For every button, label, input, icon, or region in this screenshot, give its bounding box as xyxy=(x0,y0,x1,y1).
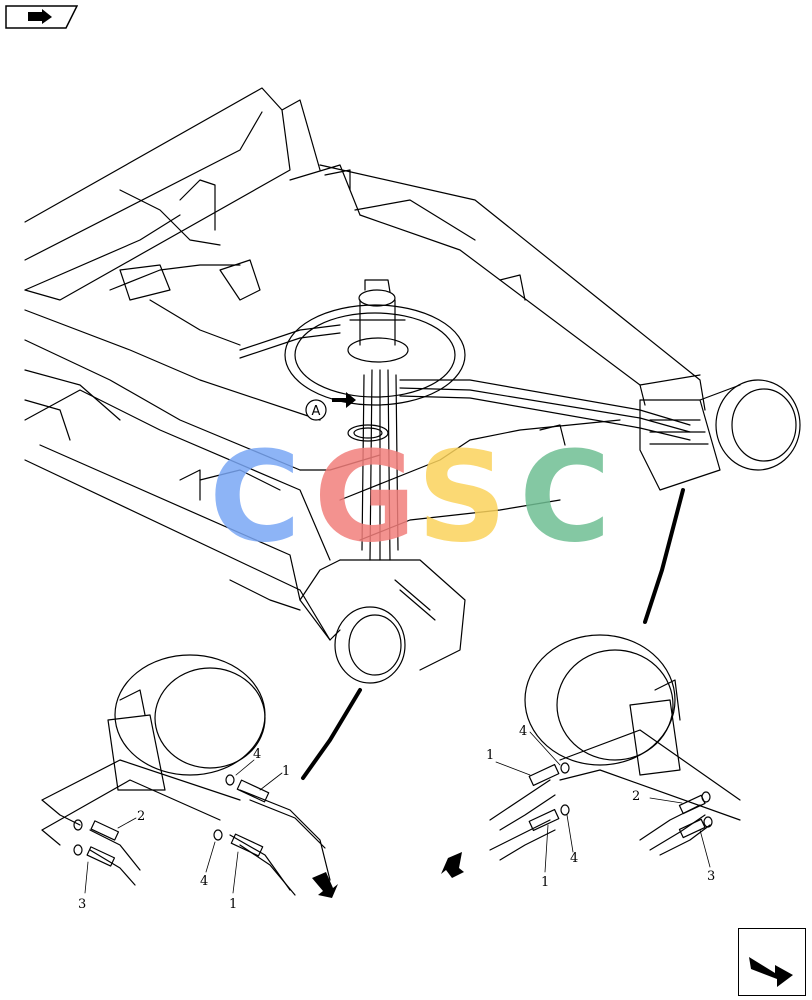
right-motor-detail xyxy=(489,634,741,861)
hose-bundle xyxy=(109,259,691,561)
direction-arrow-right-detail xyxy=(441,852,464,878)
fittings xyxy=(73,762,713,867)
prev-page-button[interactable] xyxy=(4,4,79,29)
watermark-letter-s: S xyxy=(417,425,507,570)
callout-right-3: 3 xyxy=(707,869,715,884)
callout-right-1a: 1 xyxy=(486,748,494,763)
center-swivel-joint xyxy=(284,279,466,406)
travel-motor-center xyxy=(334,559,466,684)
previous-page-arrow-icon xyxy=(5,5,79,29)
callout-left-1b: 1 xyxy=(229,897,237,912)
callout-left-1a: 1 xyxy=(282,764,290,779)
chassis-frame xyxy=(24,87,706,641)
callout-right-1b: 1 xyxy=(541,875,549,890)
callout-left-2: 2 xyxy=(137,809,145,824)
left-motor-detail xyxy=(41,654,331,896)
callout-right-2: 2 xyxy=(632,789,640,804)
detail-pointers xyxy=(301,488,685,780)
watermark-letter-c: C xyxy=(519,425,611,570)
leader-lines xyxy=(84,731,711,894)
view-a-indicator: A xyxy=(305,392,356,421)
callout-left-3: 3 xyxy=(78,897,86,912)
callout-right-4a: 4 xyxy=(519,724,527,739)
direction-arrow-left-detail xyxy=(312,872,338,898)
watermark-letter-g: G xyxy=(314,425,417,570)
next-page-arrow-icon xyxy=(749,957,793,987)
view-a-label: A xyxy=(312,404,321,419)
travel-motor-upper-right xyxy=(639,379,801,491)
next-page-button[interactable] xyxy=(738,928,806,996)
watermark-letter-c: C xyxy=(209,425,301,570)
callout-left-4a: 4 xyxy=(253,747,261,762)
callout-right-4b: 4 xyxy=(570,851,578,866)
callout-numbers: 1 2 3 1 4 4 1 4 1 4 2 3 xyxy=(78,724,715,912)
callout-left-4b: 4 xyxy=(200,874,208,889)
